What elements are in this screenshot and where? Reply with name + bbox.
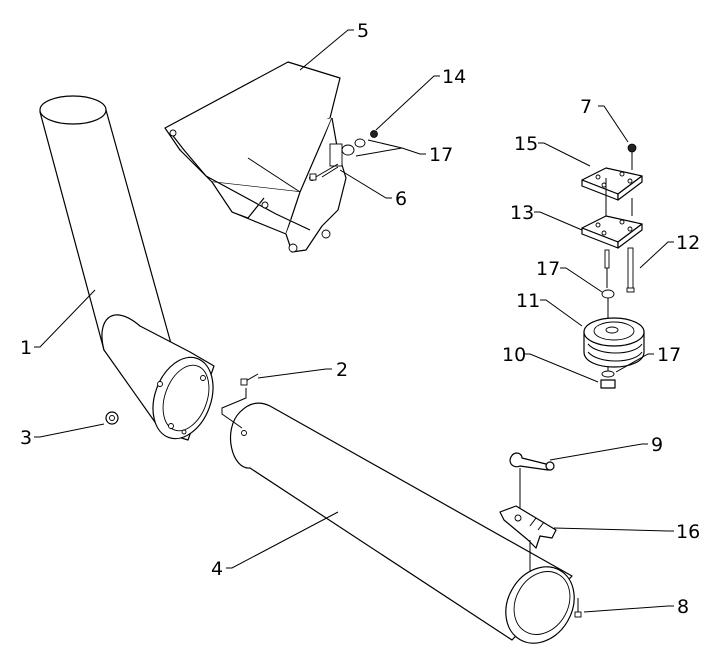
stud-and-washer-17 bbox=[601, 249, 615, 318]
callout-10: 10 bbox=[502, 344, 526, 366]
callout-13: 13 bbox=[510, 202, 534, 224]
chute-straight-tube bbox=[229, 402, 575, 644]
callout-8: 8 bbox=[677, 596, 689, 618]
callout-4: 4 bbox=[211, 558, 223, 580]
nut-7 bbox=[605, 143, 637, 216]
screw-8 bbox=[574, 598, 582, 618]
plate-15 bbox=[581, 167, 643, 201]
bolt-2 bbox=[221, 373, 259, 429]
callout-5: 5 bbox=[357, 20, 369, 42]
callout-17b: 17 bbox=[536, 258, 560, 280]
plate-13 bbox=[581, 215, 643, 249]
callout-17c: 17 bbox=[657, 344, 681, 366]
pulley-11 bbox=[583, 317, 645, 368]
callout-6: 6 bbox=[395, 188, 407, 210]
nut-10-washer-17 bbox=[600, 366, 616, 389]
callout-16: 16 bbox=[676, 521, 700, 543]
mounting-bracket bbox=[164, 61, 347, 253]
callout-15: 15 bbox=[514, 133, 538, 155]
callout-11: 11 bbox=[516, 290, 540, 312]
callout-numbers: 1 2 3 4 5 6 7 8 9 10 11 12 13 14 15 16 1… bbox=[20, 20, 700, 618]
leader-lines bbox=[34, 29, 674, 613]
callout-2: 2 bbox=[336, 359, 348, 381]
callout-9: 9 bbox=[651, 434, 663, 456]
chute-elbow-tube bbox=[39, 95, 215, 441]
bolt-9 bbox=[509, 452, 555, 510]
bolt-6 bbox=[309, 163, 339, 181]
callout-14: 14 bbox=[442, 66, 466, 88]
bolt-12 bbox=[626, 247, 635, 293]
callout-12: 12 bbox=[676, 232, 700, 254]
bracket-16 bbox=[499, 505, 557, 572]
callout-3: 3 bbox=[20, 427, 32, 449]
callout-7: 7 bbox=[580, 96, 592, 118]
callout-1: 1 bbox=[20, 337, 32, 359]
callout-17a: 17 bbox=[429, 144, 453, 166]
nut-3 bbox=[105, 411, 119, 425]
nut-14-and-washer-17 bbox=[341, 130, 378, 156]
